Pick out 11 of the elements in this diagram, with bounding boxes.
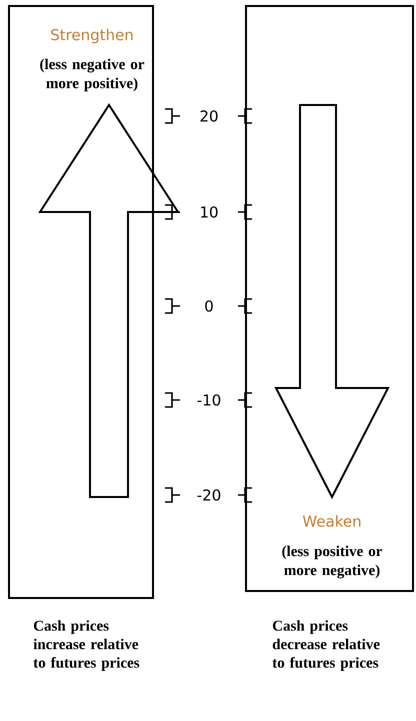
subheading-text: (less negative or more positive) bbox=[40, 58, 144, 92]
scale-number: 20 bbox=[200, 110, 218, 122]
scale-number: -10 bbox=[198, 394, 220, 406]
scale-number: 10 bbox=[201, 206, 218, 218]
scale-number: -20 bbox=[198, 489, 220, 501]
heading-text: Strengthen bbox=[51, 28, 133, 44]
caption-text: Cash prices increase relative to futures prices bbox=[33, 620, 140, 671]
subheading-text: (less positive or more negative) bbox=[282, 546, 382, 578]
scale-number: 0 bbox=[205, 300, 213, 312]
heading-text: Weaken bbox=[302, 515, 360, 527]
caption-text: Cash prices decrease relative to futures prices bbox=[272, 620, 380, 671]
